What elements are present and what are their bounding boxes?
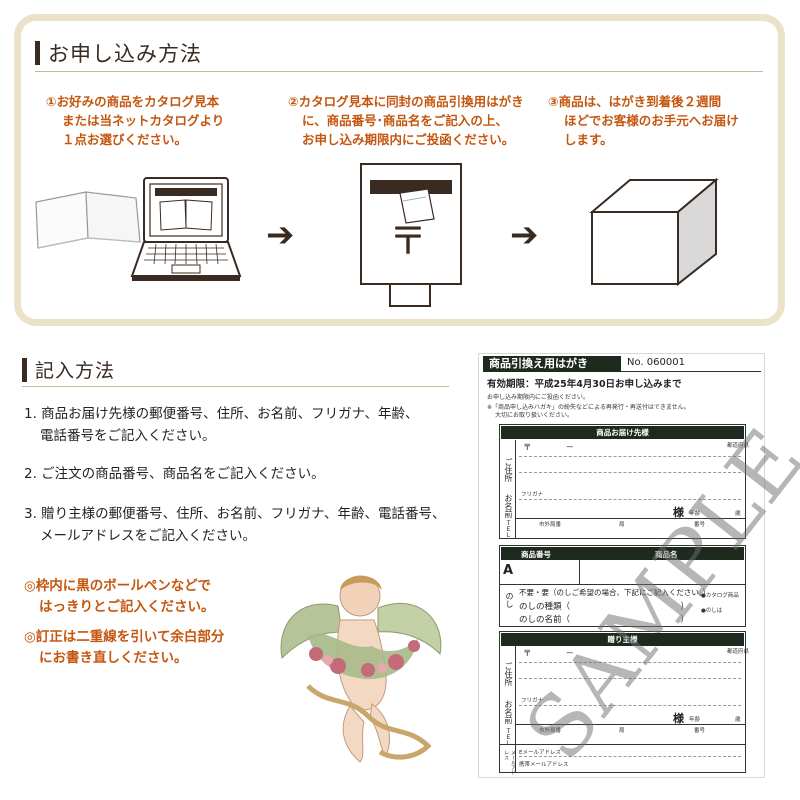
sender-header: 贈り主様 (501, 633, 744, 646)
handle-note: 大切にお取り扱いください。 (495, 412, 574, 419)
product-header-bar (501, 547, 744, 560)
laptop-icon (130, 177, 242, 281)
postcard-number: No. 060001 (627, 357, 685, 368)
postbox-icon (360, 163, 462, 307)
delivery-furigana: フリガナ (521, 492, 544, 498)
sender-tel-label: ＴＥＬ (504, 728, 511, 746)
open-catalog-icon (35, 191, 141, 249)
delivery-tel-label: ＴＥＬ (504, 520, 511, 538)
product-number-header: 商品番号 (521, 550, 551, 559)
heading-rule (35, 71, 763, 72)
delivery-header: 商品お届け先様 (501, 426, 744, 439)
instruction-1: 1. 商品お届け先様の郵便番号、住所、お名前、フリガナ、年齢、 電話番号をご記入… (24, 406, 419, 444)
sender-postal: 〒 － (523, 649, 575, 659)
postal-mark: 〒 (389, 219, 428, 263)
heading-text: お申し込み方法 (48, 42, 202, 66)
product-box (499, 545, 746, 627)
sender-prefecture: 都道府県 (727, 649, 750, 655)
valid-period: 有効期限：平成25年4月30日お申し込みまで (487, 379, 682, 390)
step-2-text: ②カタログ見本に同封の商品引換用はがき に、商品番号･商品名をご記入の上、 お申… (288, 94, 524, 147)
fill-heading-rule (22, 386, 449, 387)
heading-bar (35, 41, 40, 65)
step-1-text: ①お好みの商品をカタログ見本 または当ネットカタログより １点お選びください。 (46, 94, 225, 147)
sender-email: Eメールアドレス (519, 750, 561, 756)
sender-name-label: お名前 (504, 700, 513, 724)
delivery-age: 年齢 (689, 511, 701, 517)
exchange-postcard: 商品引換え用はがき No. 060001 有効期限：平成25年4月30日お申し込… (478, 353, 765, 778)
sender-sama: 様 (673, 712, 684, 725)
delivery-sama: 様 (673, 506, 684, 519)
application-method-heading: お申し込み方法 (35, 38, 202, 68)
arrow-2-icon: ➔ (510, 215, 539, 255)
sender-mail-label: メールアドレス (503, 750, 516, 775)
instruction-3: 3. 贈り主様の郵便番号、住所、お名前、フリガナ、年齢、電話番号、 メールアドレ… (24, 506, 446, 544)
sender-address-label: ご住所 (504, 662, 513, 686)
sender-sai: 歳 (735, 717, 741, 723)
note-correction: ◎訂正は二重線を引いて余白部分 にお書き直しください。 (24, 629, 225, 666)
heading-text: 記入方法 (35, 360, 116, 382)
number-rule (621, 371, 761, 372)
product-code: A (503, 563, 514, 578)
delivery-postal: 〒 － (523, 443, 575, 453)
delivery-prefecture: 都道府県 (727, 443, 750, 449)
instruction-2: 2. ご注文の商品番号、商品名をご記入ください。 (24, 466, 325, 482)
postcard-title: 商品引換え用はがき (483, 356, 621, 372)
deadline-note: お申し込み期限内にご投函ください。 (487, 394, 589, 401)
product-name-header: 商品名 (655, 550, 678, 559)
delivery-box (499, 424, 746, 539)
arrow-1-icon: ➔ (266, 215, 295, 255)
reissue-note: ※「商品申し込みハガキ」の紛失などによる再発行・再送付はできません。 (487, 404, 690, 411)
sender-furigana: フリガナ (521, 698, 544, 704)
step-3-text: ③商品は、はがき到着後２週間 ほどでお客様のお手元へお届け します。 (548, 94, 739, 147)
noshi-required: 不要・要（のしご希望の場合、下記にご記入ください。） (519, 588, 711, 597)
cherub-illustration (280, 575, 442, 763)
noshi-label: のし (505, 592, 514, 608)
delivery-name-label: お名前 (504, 494, 513, 518)
delivery-address-label: ご住所 (504, 458, 513, 482)
noshi-name: のしの名前（ ） (519, 615, 690, 625)
delivery-box-icon (589, 177, 719, 287)
sender-box (499, 631, 746, 773)
noshi-type: のしの種類（ ） (519, 602, 690, 612)
sender-age: 年齢 (689, 717, 701, 723)
heading-bar (22, 357, 27, 382)
sender-mobile-email: 携帯メールアドレス (519, 762, 569, 768)
note-ballpoint: ◎枠内に黒のボールペンなどで はっきりとご記入ください。 (24, 578, 215, 615)
delivery-sai: 歳 (735, 511, 741, 517)
fill-method-heading: 記入方法 (22, 356, 115, 383)
